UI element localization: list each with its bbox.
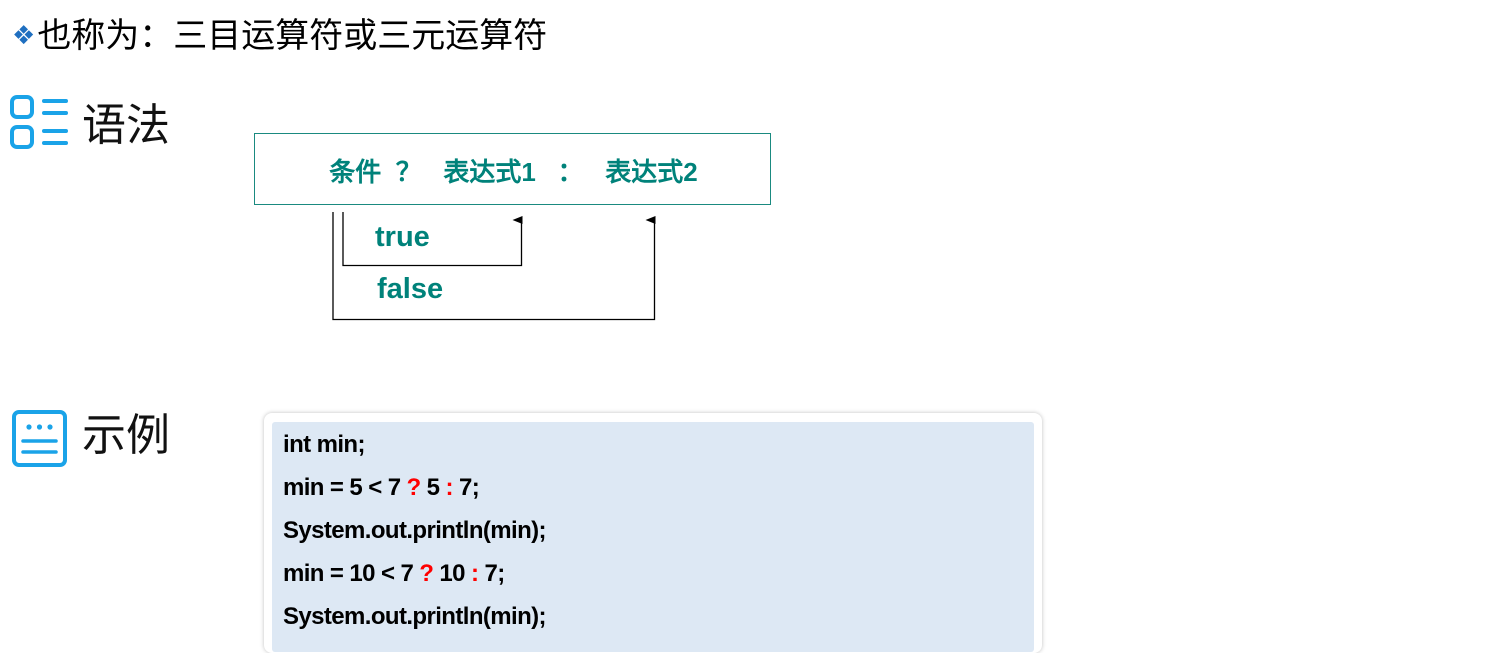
code-text: System.out.println(min); bbox=[283, 517, 547, 544]
code-line: int min; bbox=[283, 430, 365, 460]
list-icon bbox=[10, 95, 68, 149]
code-text: 7; bbox=[452, 474, 480, 501]
document-icon bbox=[12, 410, 67, 467]
ternary-colon: : bbox=[445, 474, 454, 501]
false-label: false bbox=[377, 273, 444, 305]
code-text: int min; bbox=[283, 431, 365, 458]
true-label: true bbox=[375, 221, 430, 253]
syntax-box bbox=[254, 133, 771, 205]
example-heading: 示例 bbox=[82, 410, 170, 461]
code-line: System.out.println(min); bbox=[283, 516, 547, 546]
code-text: 10 bbox=[433, 560, 471, 587]
false-arrow bbox=[332, 212, 656, 321]
branch-arrows bbox=[332, 212, 656, 321]
code-text: min = 10 < 7 bbox=[283, 560, 420, 587]
ternary-colon: : bbox=[471, 560, 479, 587]
ternary-question-mark: ? bbox=[406, 474, 422, 501]
code-line: System.out.println(min); bbox=[283, 602, 547, 632]
syntax-expression: 条件 ？ 表达式1 ： 表达式2 bbox=[329, 156, 698, 187]
ternary-question-mark: ? bbox=[419, 560, 434, 587]
syntax-heading: 语法 bbox=[82, 100, 170, 151]
true-arrow bbox=[342, 212, 523, 267]
code-text: 7; bbox=[478, 560, 505, 587]
diamond-bullet-icon: ❖ bbox=[12, 21, 36, 51]
code-text: System.out.println(min); bbox=[283, 603, 547, 630]
code-line: min = 10 < 7 ? 10 : 7; bbox=[283, 559, 505, 589]
code-block bbox=[272, 422, 1034, 652]
title-text: 也称为：三目运算符或三元运算符 bbox=[37, 16, 548, 56]
code-text: min = 5 < 7 bbox=[283, 474, 407, 501]
code-text: 5 bbox=[420, 474, 446, 501]
code-line: min = 5 < 7 ? 5 : 7; bbox=[283, 473, 480, 503]
slide-title: ❖也称为：三目运算符或三元运算符 bbox=[12, 14, 547, 58]
